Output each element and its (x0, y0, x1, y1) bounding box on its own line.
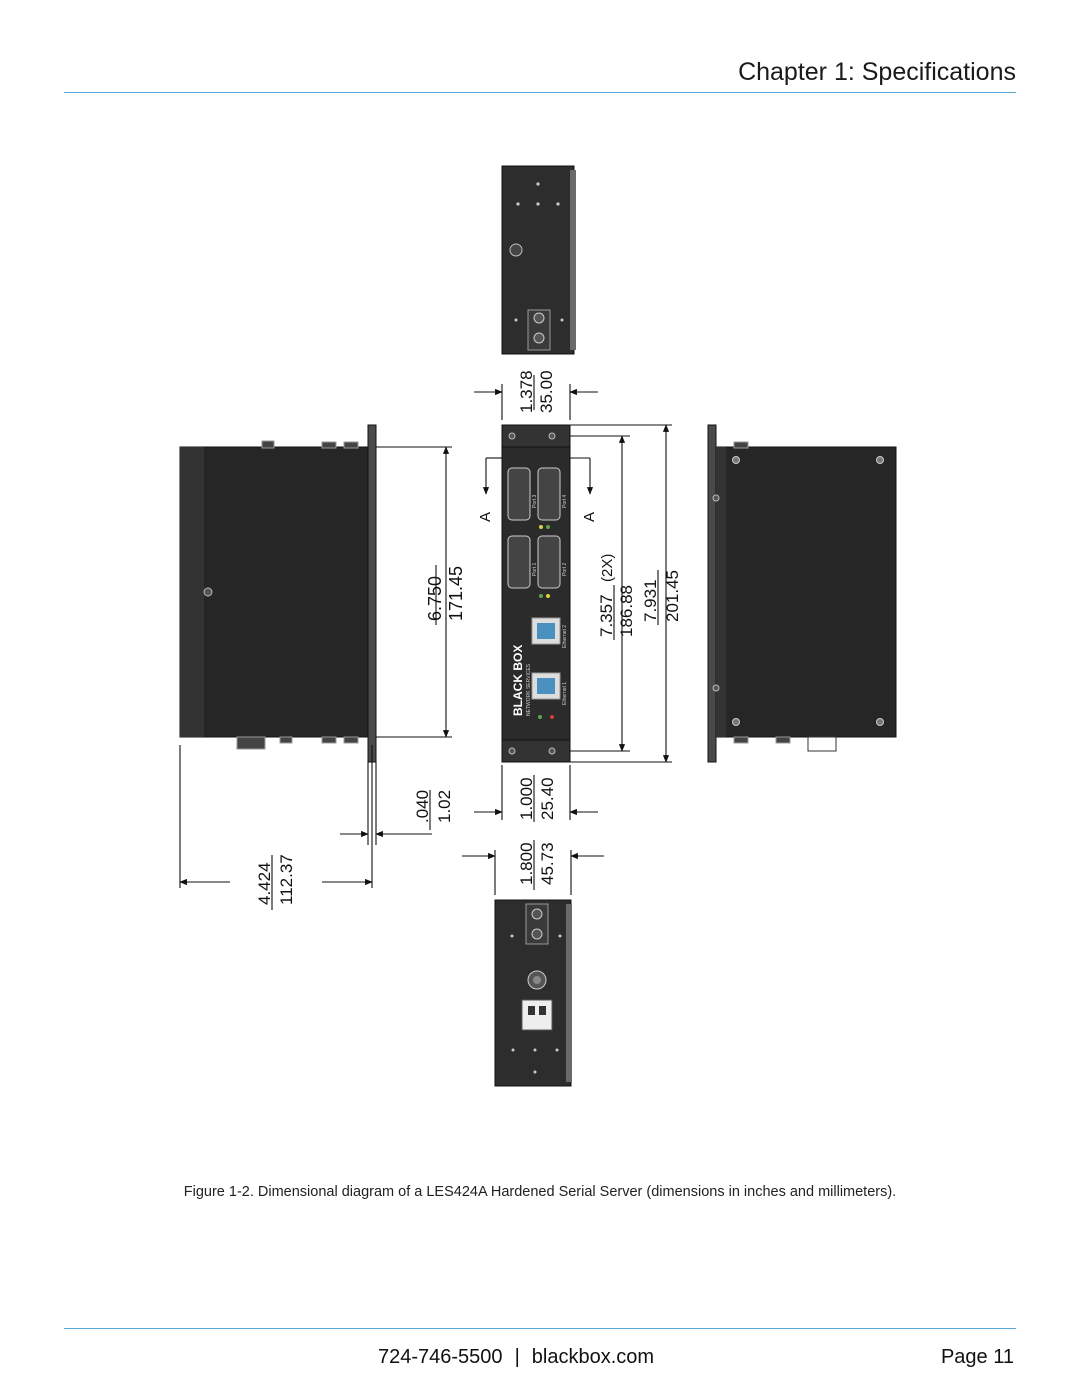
header-rule (64, 92, 1016, 93)
dimensional-diagram: BLACK BOX NETWORK SERVICES Port 3 Port 4… (179, 165, 897, 1087)
section-mark-left: A (477, 512, 494, 522)
dim-front-width-in: 1.000 (517, 777, 536, 820)
dim-ports-in: 7.357 (597, 594, 616, 637)
left-side-view (179, 424, 377, 763)
footer-phone: 724-746-5500 (378, 1346, 503, 1368)
page-number: Page 11 (940, 1346, 1014, 1368)
port-label: Port 2 (562, 562, 568, 576)
port-label: Port 1 (532, 562, 538, 576)
dim-side-width-mm: 112.37 (277, 854, 296, 905)
figure-caption: Figure 1-2. Dimensional diagram of a LES… (183, 1184, 897, 1200)
dim-ports-note: (2X) (599, 554, 616, 582)
right-side-view (707, 424, 897, 763)
dimension-labels: 1.378 35.00 6.750 171.45 A A 7.357 (2X) … (255, 370, 682, 905)
dim-total-in: 7.931 (641, 579, 660, 622)
section-mark-right: A (581, 512, 598, 522)
port-label: Port 4 (562, 494, 568, 508)
dim-ports-mm: 186.88 (617, 585, 636, 637)
dim-bottom-width-in: 1.800 (517, 842, 536, 885)
dim-total-mm: 201.45 (663, 570, 682, 622)
port-label: Port 3 (532, 494, 538, 508)
ethernet-label: Ethernet 1 (562, 682, 568, 705)
dim-side-width-in: 4.424 (255, 862, 274, 905)
footer-separator: | (514, 1346, 520, 1368)
dim-depth-mm: 35.00 (537, 370, 556, 413)
footer-contact: 724-746-5500 | blackbox.com (378, 1346, 654, 1369)
dim-depth-in: 1.378 (517, 370, 536, 413)
bottom-view (494, 899, 572, 1087)
footer-website-link[interactable]: blackbox.com (531, 1346, 655, 1368)
dim-flange-in: .040 (413, 790, 432, 823)
ethernet-label: Ethernet 2 (562, 625, 568, 648)
dim-front-width-mm: 25.40 (538, 777, 557, 820)
chapter-title: Chapter 1: Specifications (738, 58, 1016, 86)
dimension-lines (179, 375, 672, 910)
dim-bottom-width-mm: 45.73 (538, 842, 557, 885)
subbrand-label: NETWORK SERVICES (526, 663, 532, 716)
top-view (501, 165, 576, 355)
footer-rule (64, 1328, 1016, 1329)
dim-flange-mm: 1.02 (435, 790, 454, 823)
dim-height-body-mm: 171.45 (446, 566, 466, 621)
front-view: BLACK BOX NETWORK SERVICES Port 3 Port 4… (501, 424, 571, 763)
brand-label: BLACK BOX (511, 645, 525, 716)
dim-height-body-in: 6.750 (425, 576, 445, 621)
